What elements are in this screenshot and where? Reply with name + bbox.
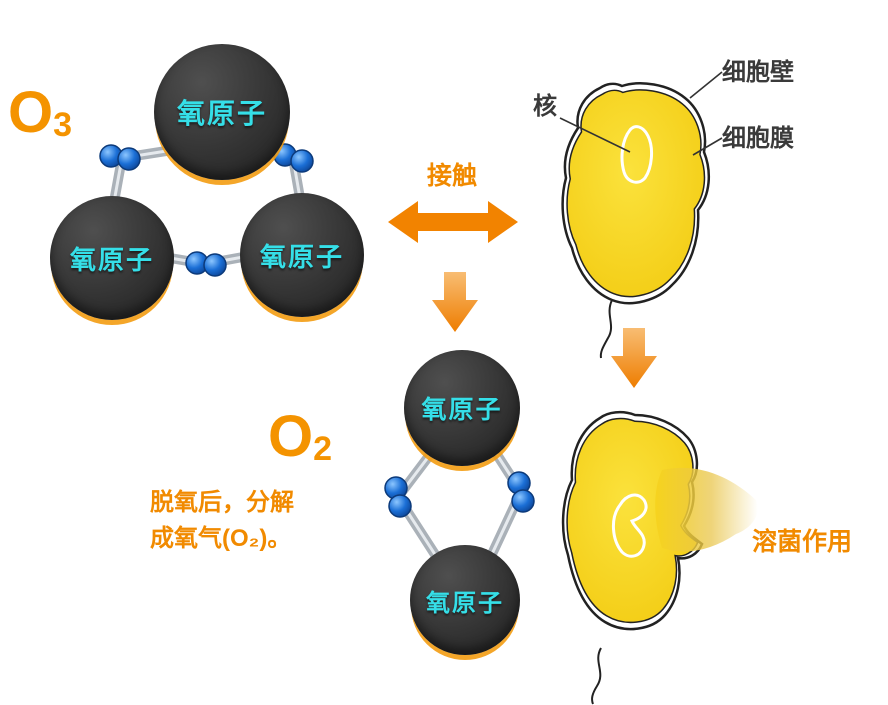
lysis-label: 溶菌作用: [752, 528, 853, 556]
atom-label: 氧原子: [421, 396, 503, 424]
atom-label: 氧原子: [69, 244, 154, 275]
cell-membrane-outline: [566, 89, 706, 298]
atom-label: 氧原子: [426, 589, 504, 617]
contact-label: 接触: [427, 162, 478, 190]
o3-atom-top: 氧原子: [154, 44, 290, 180]
o2-bond-beads: [384, 471, 535, 518]
o2-atom-top: 氧原子: [404, 350, 520, 466]
decompose-caption-line2: 成氧气(O₂)。: [150, 525, 292, 552]
bacterium-lysed: [561, 410, 758, 705]
contact-arrow: [388, 201, 518, 243]
nucleus-pointer-line: [559, 117, 631, 153]
bacterium-intact: [559, 71, 723, 359]
collapsed-nucleus-outline: [612, 493, 648, 558]
decompose-caption-line1: 脱氧后，分解: [150, 489, 294, 516]
cell-membrane-label: 细胞膜: [722, 125, 794, 152]
flagellum: [599, 299, 613, 359]
center-down-arrow: [432, 272, 478, 332]
atom-label: 氧原子: [259, 241, 344, 272]
cell-membrane-pointer-line: [692, 137, 723, 156]
o3-atom-right: 氧原子: [240, 193, 364, 317]
atom-label: 氧原子: [176, 98, 267, 129]
cytoplasm-spill: [655, 467, 758, 552]
o2-subscript: 2: [313, 430, 333, 469]
cell-wall-pointer-line: [689, 71, 723, 99]
cell-down-arrow: [611, 328, 657, 388]
o3-subscript: 3: [53, 106, 73, 145]
o3-symbol: O: [8, 80, 54, 145]
o3-atom-left: 氧原子: [50, 196, 174, 320]
lysed-flagellum: [591, 647, 602, 705]
o2-formula: O2: [268, 408, 333, 469]
cell-wall-label: 细胞壁: [722, 59, 794, 86]
nucleus-label: 核: [533, 93, 557, 120]
o3-formula: O3: [8, 84, 73, 145]
nucleus-outline: [620, 125, 654, 184]
o2-atom-bottom: 氧原子: [410, 545, 520, 655]
o2-symbol: O: [268, 404, 314, 469]
